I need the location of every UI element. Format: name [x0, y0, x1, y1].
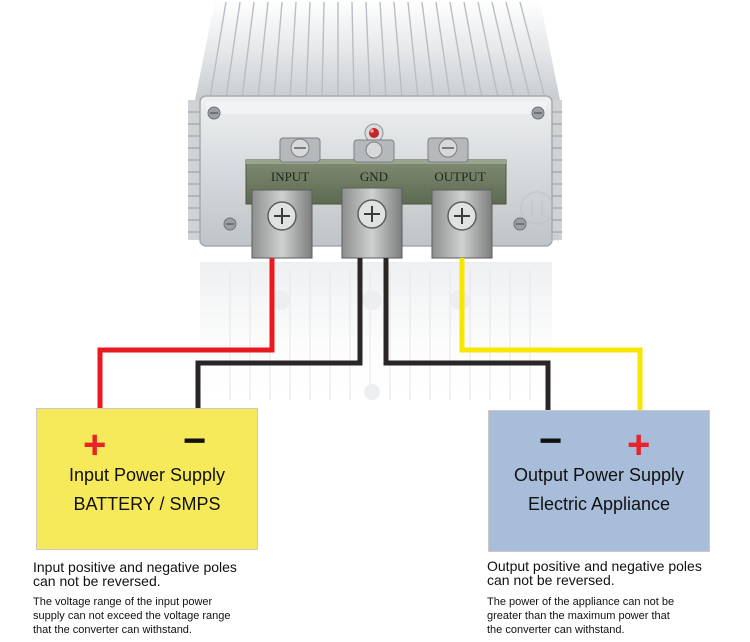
input-note-sub-line-2: supply can not exceed the voltage range [33, 610, 231, 622]
status-led [364, 123, 384, 143]
terminal-gnd [341, 187, 403, 259]
wire-output-negative [383, 258, 551, 410]
top-screws [279, 137, 469, 163]
terminal-label-input: INPUT [271, 169, 309, 184]
wire-output-positive [459, 258, 643, 412]
wire-input-negative [195, 258, 363, 410]
input-note-sub-line-1: The voltage range of the input power [33, 596, 213, 608]
input-note-sub-line-3: that the converter can withstand. [33, 624, 192, 636]
wire-input-positive [97, 258, 275, 410]
output-minus-sign: − [539, 419, 563, 463]
output-note-sub-line-1: The power of the appliance can not be [487, 596, 675, 608]
heatsink-fins [195, 0, 560, 100]
output-box-title: Output Power Supply [513, 465, 685, 485]
input-box-title: Input Power Supply [68, 465, 226, 485]
output-note-sub-line-3: the converter can withstand. [487, 624, 625, 636]
terminal-label-gnd: GND [360, 169, 388, 184]
terminal-input [251, 189, 313, 259]
input-power-supply-box: + − Input Power Supply BATTERY / SMPS [36, 408, 258, 550]
input-minus-sign: − [183, 419, 207, 463]
input-plus-sign: + [83, 423, 107, 467]
input-note-main-line-2: can not be reversed. [33, 573, 161, 589]
converter-reflection [200, 262, 552, 412]
input-box-subtitle: BATTERY / SMPS [73, 494, 221, 514]
output-note-main-line-2: can not be reversed. [487, 572, 615, 588]
terminal-output [431, 189, 493, 259]
output-note-main-line-1: Output positive and negative poles [487, 558, 702, 574]
output-box-subtitle: Electric Appliance [527, 494, 671, 514]
output-power-supply-box: − + Output Power Supply Electric Applian… [488, 410, 710, 552]
watermark-logo [520, 191, 554, 225]
watermark-text: HKXPOWER [513, 234, 560, 243]
terminal-label-output: OUTPUT [434, 169, 485, 184]
input-note-main-line-1: Input positive and negative poles [33, 559, 237, 575]
output-plus-sign: + [627, 423, 651, 467]
output-note-sub-line-2: greater than the maximum power that [487, 610, 670, 622]
